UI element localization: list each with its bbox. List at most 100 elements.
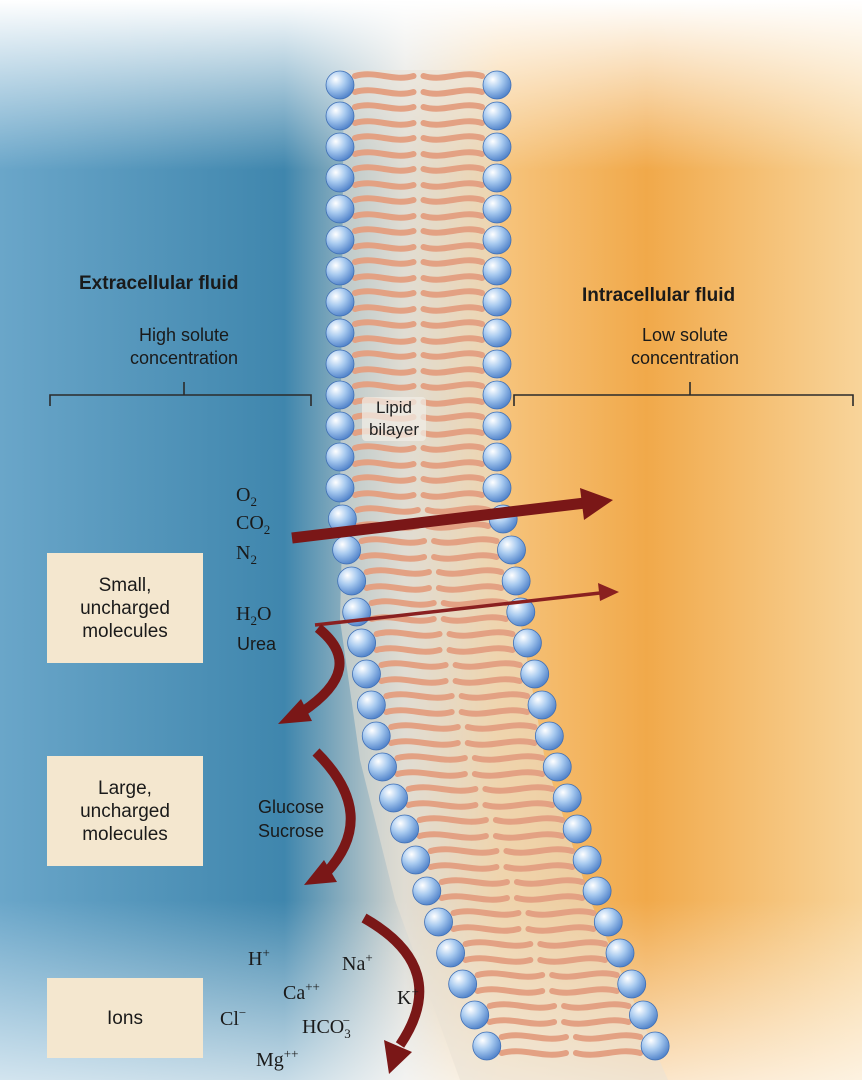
lipid-tail (424, 431, 483, 434)
ion-k: K+ (397, 987, 419, 1010)
phospholipid-head (521, 660, 549, 688)
lipid-tail (355, 462, 414, 465)
lipid-tail (564, 1020, 628, 1023)
phospholipid-head (483, 257, 511, 285)
lipid-tail (362, 555, 424, 558)
molecule-co2: CO2 (236, 512, 270, 535)
ion-na: Na+ (342, 953, 373, 976)
lipid-tail (424, 493, 483, 496)
lipid-tail (355, 260, 414, 263)
lipid-tail (576, 1051, 640, 1054)
lipid-tail (355, 136, 414, 139)
lipid-tail (424, 307, 483, 310)
phospholipid-head (483, 319, 511, 347)
lipid-tail (357, 508, 417, 511)
phospholipid-head (326, 164, 354, 192)
lipid-tail (502, 1051, 566, 1054)
lipid-tail (442, 896, 507, 899)
lipid-tail (424, 338, 483, 341)
phospholipid-head (391, 815, 419, 843)
lipid-tail (564, 1004, 628, 1007)
molecule-n2: N2 (236, 542, 257, 565)
lipid-tail (439, 586, 501, 589)
lipid-tail (424, 74, 483, 77)
lipid-tail (424, 384, 483, 387)
phospholipid-head (326, 133, 354, 161)
lipid-tail (424, 276, 483, 279)
phospholipid-head (483, 164, 511, 192)
phospholipid-head (483, 474, 511, 502)
lipid-tail (468, 725, 535, 728)
phospholipid-head (594, 908, 622, 936)
phospholipid-head (502, 567, 530, 595)
phospholipid-head (348, 629, 376, 657)
phospholipid-head (326, 102, 354, 130)
lipid-tail (362, 539, 424, 542)
phospholipid-head (369, 753, 397, 781)
ion-ca: Ca++ (283, 982, 320, 1005)
lipid-tail (424, 462, 483, 465)
lipid-tail (372, 601, 434, 604)
lipid-tail (475, 756, 542, 759)
lipid-tail (475, 772, 542, 775)
phospholipid-head (326, 195, 354, 223)
molecule-urea: Urea (237, 634, 276, 655)
lipid-tail (424, 415, 483, 418)
lipid-tail (355, 307, 414, 310)
lipid-tail (355, 493, 414, 496)
extracellular-title: Extracellular fluid (79, 273, 238, 295)
phospholipid-head (513, 629, 541, 657)
lipid-tail (478, 989, 543, 992)
lipid-tail (506, 849, 572, 852)
lipid-tail (355, 152, 414, 155)
category-box-ions: Ions (47, 978, 203, 1058)
phospholipid-head (473, 1032, 501, 1060)
phospholipid-head (483, 350, 511, 378)
lipid-tail (355, 384, 414, 387)
lipid-tail (485, 787, 552, 790)
lipid-tail (391, 741, 458, 744)
lipid-tail (355, 214, 414, 217)
intracellular-subtitle: Low solute concentration (585, 324, 785, 370)
phospholipid-head (326, 474, 354, 502)
lipid-tail (466, 958, 531, 961)
lipid-tail (355, 167, 414, 170)
lipid-tail (386, 694, 451, 697)
lipid-tail (506, 865, 572, 868)
phospholipid-head (641, 1032, 669, 1060)
lipid-tail (478, 973, 543, 976)
lipid-tail (355, 446, 414, 449)
phospholipid-head (483, 195, 511, 223)
lipid-tail (355, 198, 414, 201)
phospholipid-head (326, 288, 354, 316)
phospholipid-head (483, 381, 511, 409)
category-label-small-uncharged: Small, uncharged molecules (80, 574, 170, 643)
lipid-tail (462, 694, 527, 697)
lipid-tail (367, 586, 429, 589)
phospholipid-head (498, 536, 526, 564)
lipid-tail (454, 911, 519, 914)
lipid-tail (490, 1020, 554, 1023)
phospholipid-head (629, 1001, 657, 1029)
lipid-tail (490, 1004, 554, 1007)
phospholipid-head (483, 443, 511, 471)
lipid-tail (377, 648, 440, 651)
lipid-tail (439, 570, 501, 573)
molecule-o2: O2 (236, 484, 257, 507)
phospholipid-head (326, 257, 354, 285)
phospholipid-head (583, 877, 611, 905)
lipid-tail (391, 725, 458, 728)
lipid-tail (424, 121, 483, 124)
ion-h: H+ (248, 948, 270, 971)
phospholipid-head (326, 350, 354, 378)
lipid-tail (409, 787, 476, 790)
lipid-tail (355, 338, 414, 341)
lipid-tail (424, 214, 483, 217)
phospholipid-head (352, 660, 380, 688)
lipid-tail (424, 198, 483, 201)
phospholipid-head (425, 908, 453, 936)
phospholipid-head (535, 722, 563, 750)
lipid-tail (355, 477, 414, 480)
lipid-tail (456, 679, 520, 682)
lipid-tail (398, 756, 465, 759)
